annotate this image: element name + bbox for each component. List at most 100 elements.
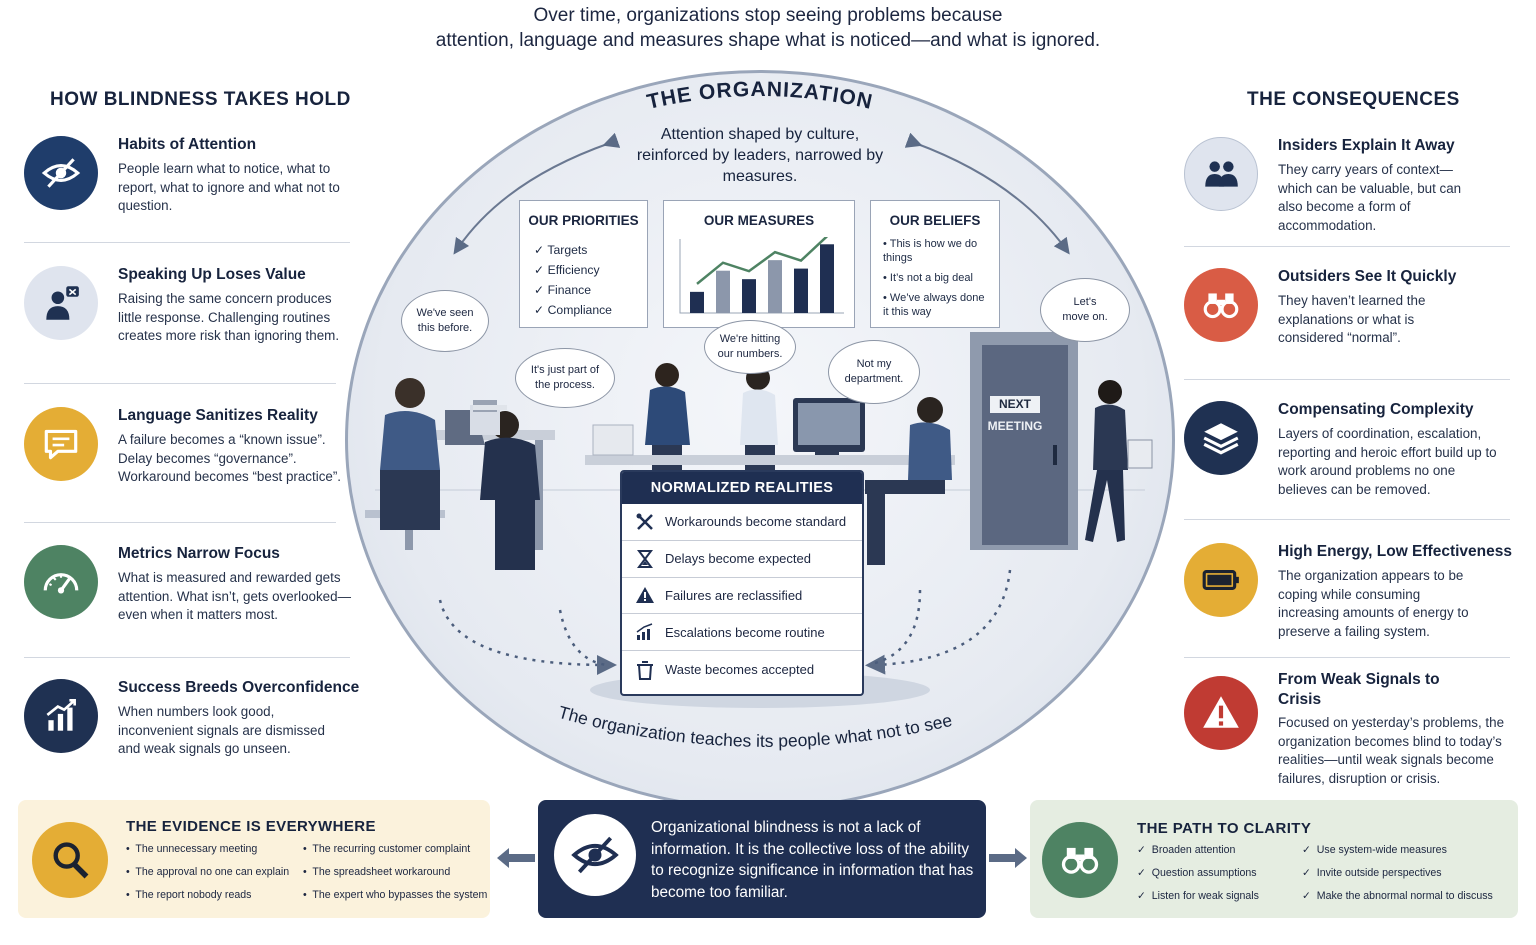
clarity-item: ✓ Use system-wide measures <box>1302 844 1447 856</box>
evidence-item: • The unnecessary meeting <box>126 843 258 855</box>
divider <box>24 522 336 523</box>
evidence-list-2: • The recurring customer complaint • The… <box>303 838 487 907</box>
belief-item: • We’ve always done it this way <box>883 292 985 318</box>
people-icon <box>1184 137 1258 211</box>
right-arrow-icon <box>989 848 1027 868</box>
gauge-icon <box>24 545 98 619</box>
muted-person-icon <box>24 266 98 340</box>
evidence-panel: THE EVIDENCE IS EVERYWHERE • The unneces… <box>18 800 490 918</box>
right-item-text: They haven’t learned the explanations or… <box>1278 293 1426 345</box>
normalized-row: Delays become expected <box>622 541 862 578</box>
left-item-text: Raising the same concern produces little… <box>118 291 340 343</box>
left-item-text: People learn what to notice, what to rep… <box>118 161 340 213</box>
thought-bubble: We've seen this before. <box>401 290 489 352</box>
evidence-item: • The recurring customer complaint <box>303 843 471 855</box>
binoculars-icon <box>1184 268 1258 342</box>
left-item-title: Language Sanitizes Reality <box>118 407 318 424</box>
right-item-title: Compensating Complexity <box>1278 401 1474 418</box>
eye-slash-icon <box>554 814 636 896</box>
clarity-list-1: ✓ Broaden attention ✓ Question assumptio… <box>1137 839 1259 908</box>
left-item-title: Habits of Attention <box>118 136 257 153</box>
evidence-item: • The expert who bypasses the system <box>303 889 488 901</box>
binoculars-icon <box>1042 822 1118 898</box>
left-item-text: A failure becomes a “known issue”. Delay… <box>118 432 342 484</box>
right-item-title: High Energy, Low Effectiveness <box>1278 543 1512 560</box>
intro-text: Over time, organizations stop seeing pro… <box>0 3 1536 53</box>
warning-icon <box>1184 676 1258 750</box>
clarity-item: ✓ Invite outside perspectives <box>1302 867 1442 879</box>
clarity-title: THE PATH TO CLARITY <box>1137 820 1312 837</box>
priority-item: ✓ Efficiency <box>534 263 600 277</box>
circle-subtitle: Attention shaped by culture, reinforced … <box>636 126 884 185</box>
normalized-row: Failures are reclassified <box>622 578 862 615</box>
divider <box>1184 379 1510 380</box>
divider <box>24 657 350 658</box>
trash-icon <box>637 660 653 680</box>
divider <box>1184 246 1510 247</box>
measures-title: OUR MEASURES <box>703 213 815 228</box>
eye-slash-icon <box>24 136 98 210</box>
evidence-title: THE EVIDENCE IS EVERYWHERE <box>126 818 376 835</box>
priorities-board: OUR PRIORITIES ✓ Targets ✓ Efficiency ✓ … <box>519 200 648 328</box>
right-column-title: THE CONSEQUENCES <box>1247 89 1460 110</box>
priority-item: ✓ Compliance <box>534 303 612 317</box>
evidence-item: • The report nobody reads <box>126 889 252 901</box>
priority-item: ✓ Targets <box>534 243 588 257</box>
divider <box>24 383 336 384</box>
priorities-title: OUR PRIORITIES <box>528 213 639 228</box>
normalized-row: Workarounds become standard <box>622 504 862 541</box>
clarity-item: ✓ Broaden attention <box>1137 844 1236 856</box>
measures-board: OUR MEASURES <box>663 200 855 328</box>
belief-item: • This is how we do things <box>883 238 978 264</box>
normalized-row: Waste becomes accepted <box>622 651 862 688</box>
clarity-item: ✓ Make the abnormal normal to discuss <box>1302 890 1493 902</box>
rising-chart-icon <box>24 679 98 753</box>
clarity-list-2: ✓ Use system-wide measures ✓ Invite outs… <box>1302 839 1493 908</box>
hourglass-icon <box>637 549 653 568</box>
evidence-item: • The approval no one can explain <box>126 866 290 878</box>
right-item-title: From Weak Signals to Crisis <box>1278 671 1440 708</box>
circle-title: THE ORGANIZATION <box>645 78 875 114</box>
evidence-item: • The spreadsheet workaround <box>303 866 451 878</box>
layers-icon <box>1184 401 1258 475</box>
thought-bubble: Let's move on. <box>1040 278 1130 342</box>
definition-panel: Organizational blindness is not a lack o… <box>538 800 986 918</box>
battery-icon <box>1184 543 1258 617</box>
measure-bar <box>794 268 808 313</box>
left-item-text: What is measured and rewarded gets atten… <box>118 570 351 622</box>
normalized-row: Escalations become routine <box>622 614 862 652</box>
intro-line-1: Over time, organizations stop seeing pro… <box>533 5 1003 26</box>
right-item-text: Focused on yesterday’s problems, the org… <box>1278 715 1505 786</box>
measures-bar-chart <box>679 237 844 314</box>
divider <box>1184 657 1510 658</box>
measure-bar <box>716 270 730 313</box>
clarity-panel: THE PATH TO CLARITY ✓ Broaden attention … <box>1030 800 1518 918</box>
door-sign-label: MEETING <box>987 419 1043 433</box>
right-item-text: The organization appears to be coping wh… <box>1278 568 1469 639</box>
priority-item: ✓ Finance <box>534 283 591 297</box>
thought-bubble: We're hitting our numbers. <box>704 320 796 374</box>
trend-line <box>696 237 828 285</box>
measure-bar <box>820 244 834 313</box>
thought-bubble: Not my department. <box>828 340 920 404</box>
warning-icon <box>636 587 654 604</box>
evidence-list-1: • The unnecessary meeting • The approval… <box>126 838 289 907</box>
speech-bubble-icon <box>24 407 98 481</box>
left-column-title: HOW BLINDNESS TAKES HOLD <box>50 89 351 110</box>
right-item-title: Outsiders See It Quickly <box>1278 268 1457 285</box>
tools-icon <box>636 513 653 530</box>
office-scene <box>365 332 1153 570</box>
magnifier-icon <box>32 822 108 898</box>
left-item-text: When numbers look good, inconvenient sig… <box>118 704 325 756</box>
thought-bubble: It's just part of the process. <box>515 348 615 408</box>
divider <box>1184 519 1510 520</box>
measure-bar <box>742 279 756 313</box>
right-item-text: Layers of coordination, escalation, repo… <box>1278 426 1497 497</box>
intro-line-2: attention, language and measures shape w… <box>435 30 1101 51</box>
clarity-item: ✓ Question assumptions <box>1137 867 1257 879</box>
left-item-title: Success Breeds Overconfidence <box>118 679 360 696</box>
left-item-title: Speaking Up Loses Value <box>118 266 306 283</box>
measure-bar <box>690 291 704 313</box>
left-item-title: Metrics Narrow Focus <box>118 545 280 562</box>
right-item-title: Insiders Explain It Away <box>1278 137 1455 154</box>
